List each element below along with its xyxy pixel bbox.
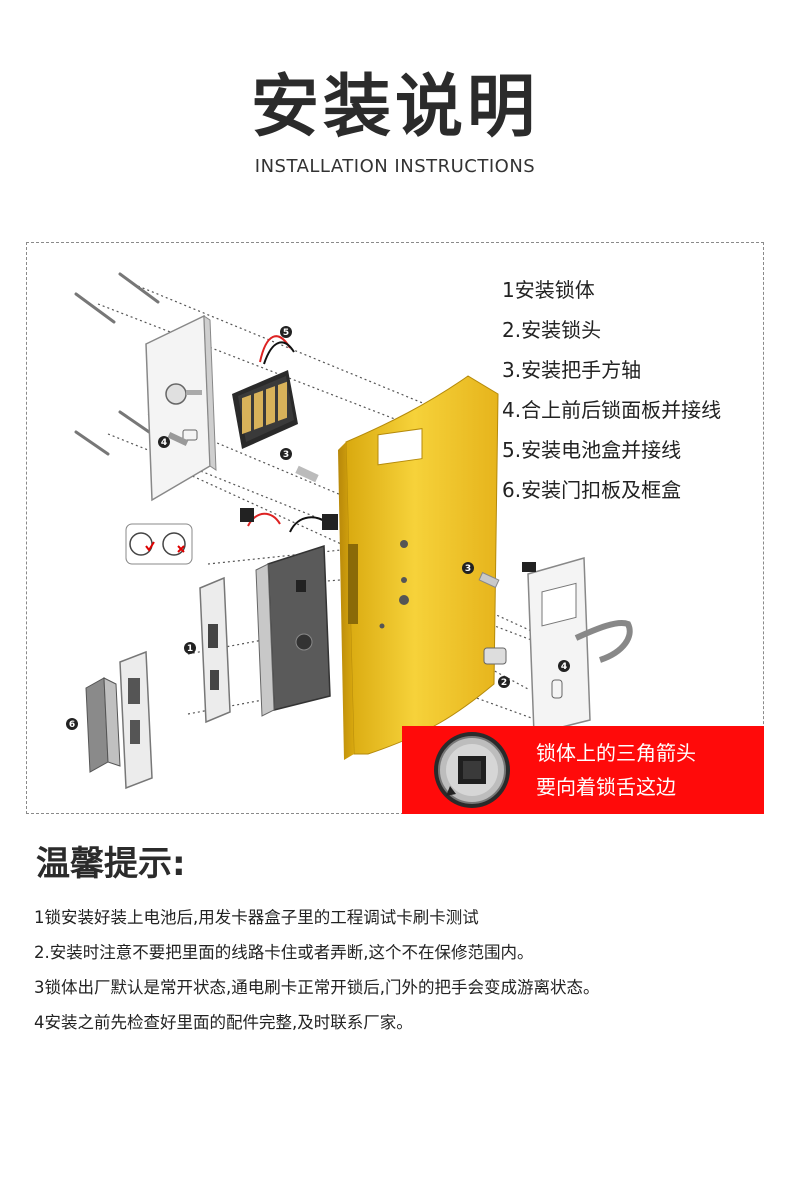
page-title: 安装说明 — [250, 68, 539, 147]
number-markers: 5 4 3 1 6 3 2 4 — [66, 326, 570, 730]
arrow-direction-callout: 锁体上的三角箭头 要向着锁舌这边 — [402, 726, 764, 814]
callout-line-2: 要向着锁舌这边 — [536, 775, 676, 799]
tip-item: 2.安装时注意不要把里面的线路卡住或者弄断,这个不在保修范围内。 — [34, 943, 534, 962]
mortise-lock-body — [240, 508, 338, 717]
step-item: 6.安装门扣板及框盒 — [502, 478, 682, 502]
callout-line-1: 锁体上的三角箭头 — [536, 741, 696, 765]
svg-text:4: 4 — [561, 662, 567, 672]
svg-text:4: 4 — [161, 438, 167, 448]
arrow-check-icons — [125, 523, 193, 565]
faceplate — [199, 576, 231, 724]
svg-text:5: 5 — [283, 328, 289, 338]
outer-panel — [522, 557, 633, 735]
svg-text:3: 3 — [283, 450, 289, 460]
step-item: 2.安装锁头 — [502, 318, 602, 342]
lock-cylinder — [478, 571, 507, 665]
screws — [74, 272, 160, 456]
lock-arrow-photo — [434, 732, 510, 808]
svg-text:1: 1 — [187, 644, 193, 654]
step-item: 1安装锁体 — [502, 278, 595, 302]
tips-list: 1锁安装好装上电池后,用发卡器盒子里的工程调试卡刷卡测试 2.安装时注意不要把里… — [34, 900, 774, 1040]
tip-item: 1锁安装好装上电池后,用发卡器盒子里的工程调试卡刷卡测试 — [34, 908, 479, 927]
step-item: 5.安装电池盒并接线 — [502, 438, 682, 462]
diagram-frame — [26, 242, 764, 814]
svg-text:6: 6 — [69, 720, 75, 730]
tips-heading: 温馨提示: — [36, 844, 186, 884]
step-item: 3.安装把手方轴 — [502, 358, 642, 382]
svg-text:2: 2 — [501, 678, 507, 688]
inner-panel — [145, 314, 217, 502]
step-item: 4.合上前后锁面板并接线 — [502, 398, 722, 422]
tip-item: 3锁体出厂默认是常开状态,通电刷卡正常开锁后,门外的把手会变成游离状态。 — [34, 978, 600, 997]
door — [338, 375, 499, 760]
tip-item: 4安装之前先检查好里面的配件完整,及时联系厂家。 — [34, 1013, 413, 1032]
svg-text:3: 3 — [465, 564, 471, 574]
lock-exploded-diagram: 5 4 3 1 6 3 2 4 — [66, 272, 633, 790]
page-subtitle: INSTALLATION INSTRUCTIONS — [254, 156, 536, 177]
installation-steps: 1安装锁体 2.安装锁头 3.安装把手方轴 4.合上前后锁面板并接线 5.安装电… — [502, 270, 772, 510]
battery-box — [232, 335, 298, 449]
strike-plate — [85, 650, 153, 790]
